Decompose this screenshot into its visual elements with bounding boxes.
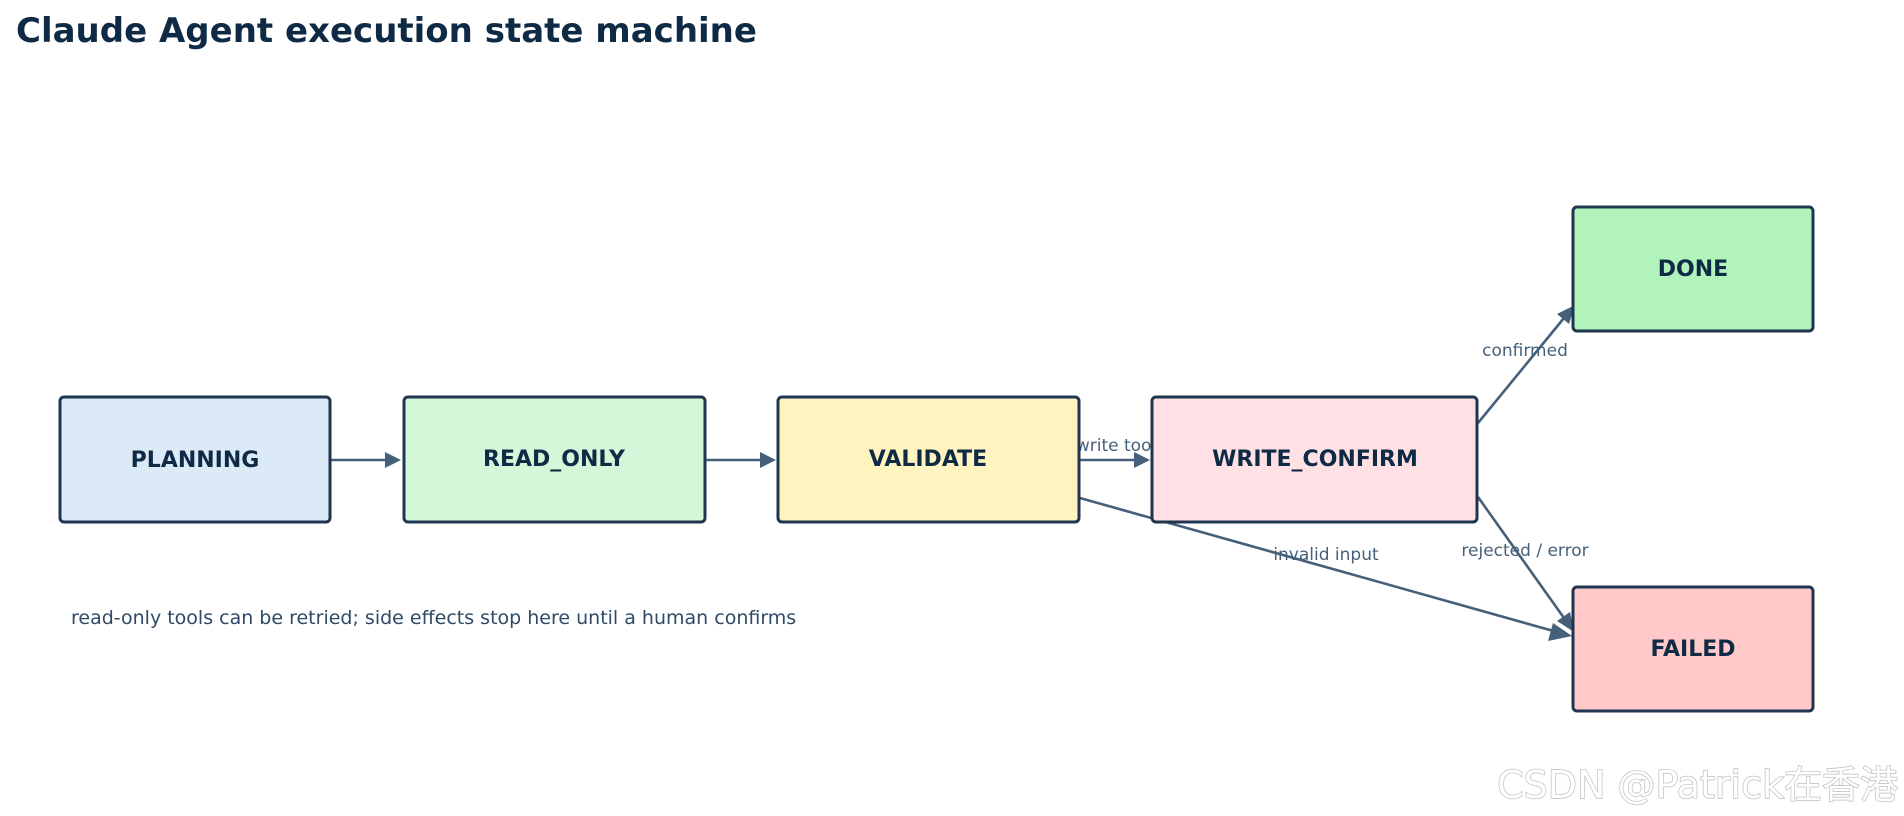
edge-label-confirmed: confirmed — [1482, 341, 1568, 361]
state-done: DONE — [1571, 205, 1815, 333]
arrowhead-icon — [1548, 623, 1572, 641]
state-read-only-label: READ_ONLY — [483, 447, 626, 472]
arrowhead-icon — [760, 452, 776, 468]
state-failed-box — [1571, 585, 1815, 713]
transition-write-confirm-to-failed — [1476, 496, 1574, 632]
edge-label-write-tool: write tool — [1076, 436, 1156, 456]
state-write-confirm-label: WRITE_CONFIRM — [1212, 447, 1418, 472]
state-done-box — [1571, 205, 1815, 333]
transition-validate-to-write-confirm — [1080, 452, 1150, 468]
state-planning-label: PLANNING — [131, 448, 260, 473]
state-done-label: DONE — [1658, 257, 1728, 282]
state-validate-box — [776, 395, 1081, 524]
watermark: CSDN @Patrick在香港 — [1497, 763, 1898, 807]
diagram-note: read-only tools can be retried; side eff… — [71, 607, 796, 629]
state-failed: FAILED — [1571, 585, 1815, 713]
arrowhead-icon — [1557, 305, 1575, 324]
state-read-only: READ_ONLY — [402, 395, 707, 524]
diagram-title: Claude Agent execution state machine — [16, 11, 757, 51]
state-validate-label: VALIDATE — [869, 447, 987, 472]
transition-planning-to-read-only — [331, 452, 401, 468]
state-planning: PLANNING — [58, 395, 332, 524]
transition-write-confirm-to-done — [1476, 305, 1575, 424]
arrowhead-icon — [1557, 612, 1574, 632]
edge-label-invalid-input: invalid input — [1273, 545, 1379, 565]
state-read-only-box — [402, 395, 707, 524]
transition-read-only-to-validate — [706, 452, 776, 468]
state-planning-box — [58, 395, 332, 524]
state-failed-label: FAILED — [1650, 637, 1735, 662]
state-validate: VALIDATE — [776, 395, 1081, 524]
state-write-confirm-box — [1150, 395, 1479, 524]
arrowhead-icon — [1134, 452, 1150, 468]
arrowhead-icon — [385, 452, 401, 468]
edge-label-rejected-error: rejected / error — [1461, 541, 1588, 561]
state-write-confirm: WRITE_CONFIRM — [1150, 395, 1479, 524]
